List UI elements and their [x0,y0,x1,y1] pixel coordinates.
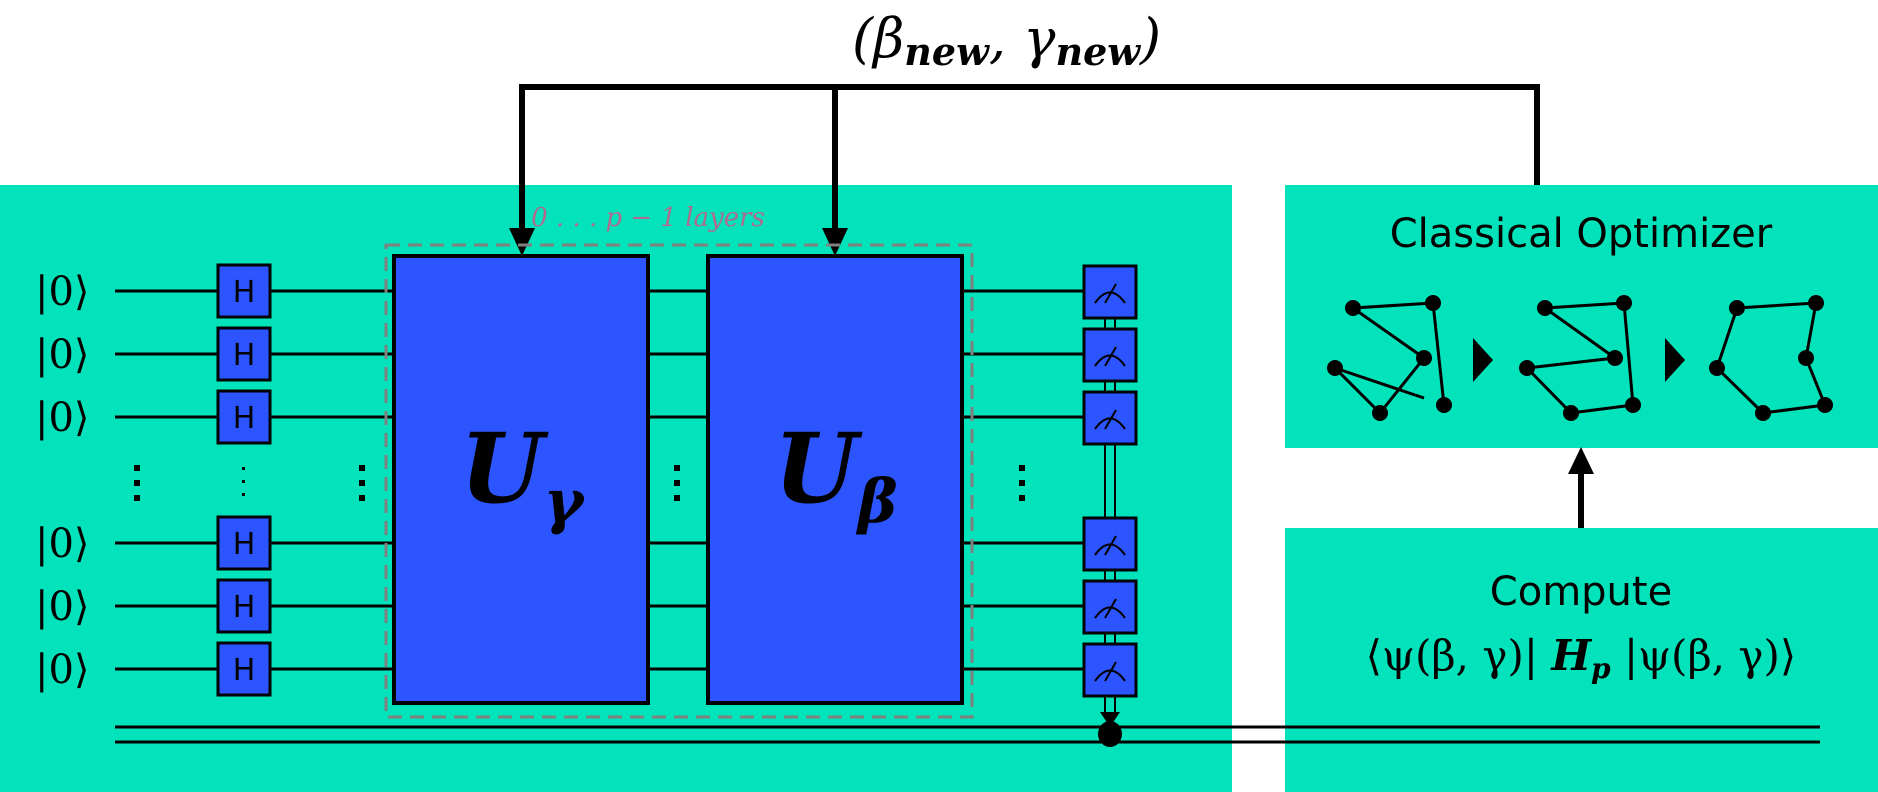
graph-icon-1 [1327,295,1452,421]
qubit-label: |0⟩ [35,584,90,630]
step-arrow-icon [1473,338,1493,382]
svg-text:H: H [233,401,256,436]
graph-icon-3 [1709,295,1833,421]
hadamard-gate: H [216,515,272,571]
hadamard-gate: H [216,578,272,634]
measurement-gate [1082,579,1138,635]
u-beta-label: Uβ [774,412,898,537]
graph-icon-2 [1519,295,1641,421]
ellipsis-post-layer [1019,465,1025,501]
compute-expression: ⟨ψ(β, γ)| Hp |ψ(β, γ)⟩ [1366,631,1797,685]
qubit-label: |0⟩ [35,395,90,441]
optimizer-title: Classical Optimizer [1390,211,1773,257]
feedback-label: (βnew, γnew) [852,7,1161,74]
register-junction-dot [1098,721,1122,747]
ellipsis-qubits [134,465,140,501]
measurement-gate [1082,327,1138,383]
svg-text:H: H [233,338,256,373]
measurement-arrow-icon [1100,712,1120,727]
measurement-gate [1082,264,1138,320]
ellipsis-between-layers [674,465,680,501]
svg-text:H: H [233,653,256,688]
svg-text:H: H [233,275,256,310]
qubit-label: |0⟩ [35,647,90,693]
compute-title: Compute [1490,569,1672,615]
measurement-gate [1082,390,1138,446]
hadamard-gate: H [216,389,272,445]
u-beta-gate [706,254,964,705]
layers-label: 0 . . . p − 1 layers [531,203,765,233]
hadamard-gate: H [216,641,272,697]
measurement-gate [1082,516,1138,572]
ellipsis-pre-layer [359,465,365,501]
classical-optimizer-panel [1285,185,1878,448]
ellipsis-hadamards [242,467,245,496]
arrow-to-u-gamma-icon [509,228,535,256]
arrow-up-icon [1568,447,1594,474]
layers-box [384,243,974,719]
compute-panel [1285,528,1878,792]
arrow-to-u-beta-icon [822,228,848,256]
u-gamma-label: Uγ [460,412,586,537]
feedback-line [519,84,1540,232]
qubit-label: |0⟩ [35,269,90,315]
qubit-label: |0⟩ [35,332,90,378]
hadamard-gate: H [216,263,272,319]
u-gamma-gate [392,254,650,705]
svg-text:H: H [233,590,256,625]
hadamard-gate: H [216,326,272,382]
qubit-label: |0⟩ [35,521,90,567]
svg-text:H: H [233,527,256,562]
step-arrow-icon [1665,338,1685,382]
measurement-gate [1082,642,1138,698]
